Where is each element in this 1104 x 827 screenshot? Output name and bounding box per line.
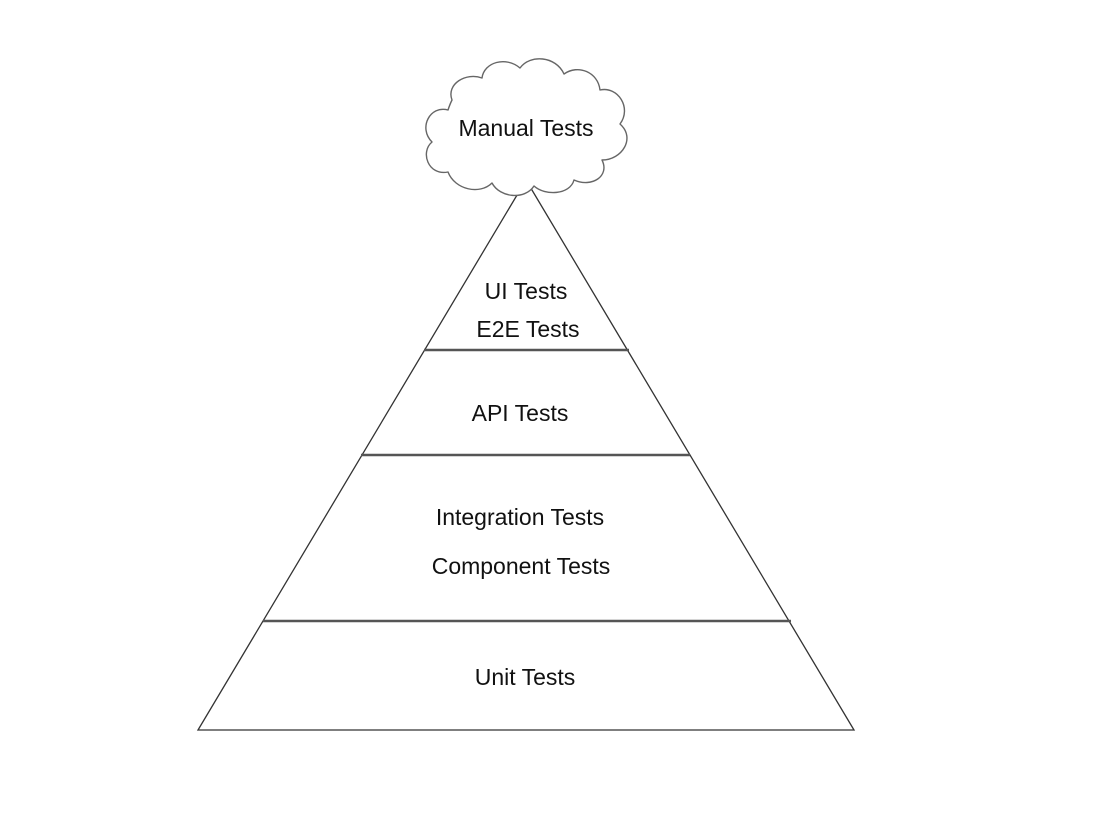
cloud-shape: Manual Tests — [425, 58, 628, 197]
cloud-label: Manual Tests — [458, 115, 593, 141]
tier-2-label: API Tests — [472, 400, 569, 426]
tier-1-label-line-1: UI Tests — [485, 278, 568, 304]
tier-3-label-line-1: Integration Tests — [436, 504, 604, 530]
tier-1-label-line-2: E2E Tests — [476, 316, 579, 342]
tier-4-label: Unit Tests — [475, 664, 576, 690]
tier-3-label-line-2: Component Tests — [432, 553, 611, 579]
